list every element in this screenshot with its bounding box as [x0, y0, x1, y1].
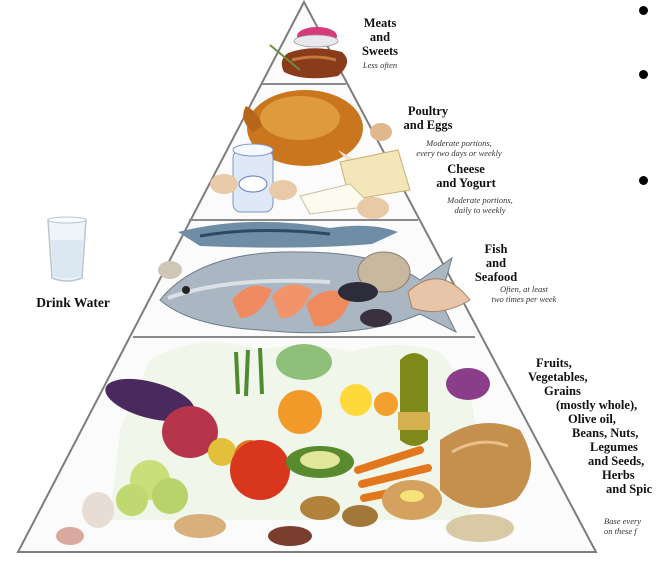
tier-4-subtitle: Often, at least two times per week: [476, 284, 572, 304]
bullet-point: [639, 70, 648, 79]
drink-water-label: Drink Water: [18, 296, 128, 310]
tier-1-title: Meats and Sweets: [344, 16, 416, 58]
water-glass-icon: [44, 216, 90, 284]
tier-4-title: Fish and Seafood: [458, 242, 534, 284]
tier-5-title: Fruits, Vegetables, Grains (mostly whole…: [512, 356, 656, 496]
tier-3-title: Cheese and Yogurt: [416, 162, 516, 190]
tier-3-subtitle: Moderate portions, daily to weekly: [430, 195, 530, 215]
bullet-point: [639, 6, 648, 15]
tier-2-title: Poultry and Eggs: [388, 104, 468, 132]
tier-2-subtitle: Moderate portions, every two days or wee…: [404, 138, 514, 158]
tier-5-subtitle: Base every on these f: [604, 516, 656, 536]
poultry-eggs-cheese-illustration: [210, 90, 410, 219]
bullet-point: [639, 176, 648, 185]
tier-1-subtitle: Less often: [344, 60, 416, 70]
